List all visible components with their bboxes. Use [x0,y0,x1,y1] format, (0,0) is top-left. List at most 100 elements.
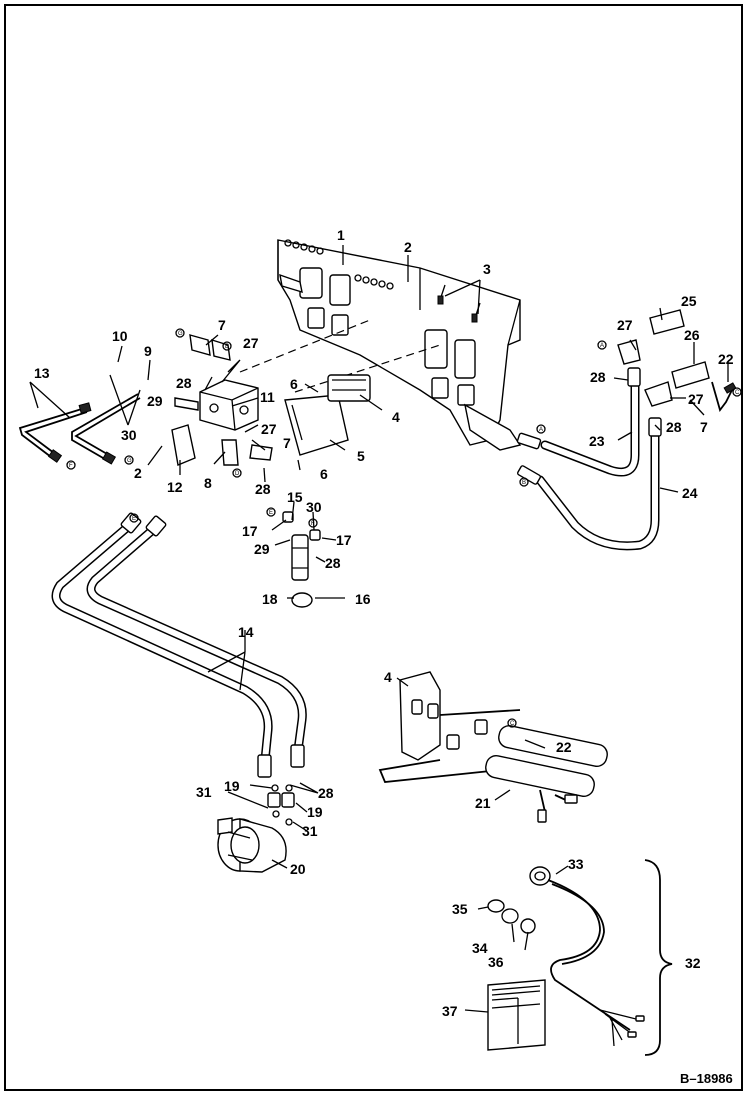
valve-block [174,334,273,466]
callout-26: 26 [684,327,700,343]
connection-mark-e: E [269,510,273,516]
callout-6: 6 [320,466,328,482]
connection-mark-g: G [124,455,134,465]
connection-mark-g: G [175,328,185,338]
callout-17: 17 [336,532,352,548]
callout-18: 18 [262,591,278,607]
callout-23: 23 [589,433,605,449]
callout-17: 17 [242,523,258,539]
connection-mark-a: A [600,343,604,349]
callout-10: 10 [112,328,128,344]
bolt-set [437,284,481,323]
connection-mark-c: C [735,390,740,396]
callout-19: 19 [307,804,323,820]
callout-31: 31 [196,784,212,800]
callout-1: 1 [337,227,345,243]
connection-mark-g: G [178,331,183,337]
callout-3: 3 [483,261,491,277]
callout-22: 22 [556,739,572,755]
connection-mark-b: B [522,480,526,486]
callout-35: 35 [452,901,468,917]
connection-mark-e: E [129,513,139,523]
callout-7: 7 [700,419,708,435]
callout-5: 5 [357,448,365,464]
callout-2: 2 [134,465,142,481]
callout-6: 6 [290,376,298,392]
callout-13: 13 [34,365,50,381]
callout-24: 24 [682,485,698,501]
callout-28: 28 [666,419,682,435]
drawing-reference-number: B–18986 [680,1071,733,1086]
callout-33: 33 [568,856,584,872]
wiring-bracket-assembly [378,671,608,823]
callout-21: 21 [475,795,491,811]
connection-mark-b: B [225,344,229,350]
connection-mark-c: C [732,387,742,397]
callout-36: 36 [488,954,504,970]
hose-assembly-left [51,512,307,778]
callout-7: 7 [218,317,226,333]
connection-mark-f: F [69,463,73,469]
callout-12: 12 [167,479,183,495]
connection-mark-c: C [507,718,517,728]
callout-37: 37 [442,1003,458,1019]
connection-marks: A A B B C C D E E F F G G [66,328,742,728]
alignment-line [239,319,371,373]
callout-30: 30 [306,499,322,515]
callout-20: 20 [290,861,306,877]
callout-25: 25 [681,293,697,309]
connection-mark-b: B [222,341,232,351]
connection-mark-d: D [235,471,240,477]
callout-4: 4 [392,409,400,425]
callout-22: 22 [718,351,734,367]
connection-mark-a: A [597,340,607,350]
connection-mark-a: A [536,424,546,434]
callout-27: 27 [688,391,704,407]
leader-lines [29,245,729,1013]
callout-7: 7 [283,435,291,451]
callout-27: 27 [243,335,259,351]
tube-lines [18,393,141,465]
cover-plate [284,374,371,456]
callout-8: 8 [204,475,212,491]
diagram-border [4,4,743,1091]
connection-mark-f: F [66,460,76,470]
connection-mark-a: A [539,427,543,433]
connection-mark-e: E [266,507,276,517]
callout-29: 29 [147,393,163,409]
wiring-harness-kit [487,859,673,1056]
connection-mark-b: B [519,477,529,487]
callout-31: 31 [302,823,318,839]
connection-mark-d: D [232,468,242,478]
callout-14: 14 [238,624,254,640]
hose-assembly-right [516,309,737,551]
callout-34: 34 [472,940,488,956]
callout-28: 28 [255,481,271,497]
callout-11: 11 [260,389,275,405]
callout-28: 28 [318,785,334,801]
callout-19: 19 [224,778,240,794]
connection-mark-c: C [510,721,515,727]
callout-15: 15 [287,489,303,505]
callout-27: 27 [261,421,277,437]
callout-9: 9 [144,343,152,359]
bracket-plate [171,424,196,466]
connection-mark-g: G [127,458,132,464]
callout-28: 28 [590,369,606,385]
connection-mark-f: F [308,518,318,528]
callout-16: 16 [355,591,371,607]
callout-30: 30 [121,427,137,443]
check-valve [282,511,321,608]
callout-2: 2 [404,239,412,255]
connection-mark-f: F [311,521,315,527]
connection-mark-e: E [132,516,136,522]
callout-4: 4 [384,669,392,685]
callout-29: 29 [254,541,270,557]
callout-28: 28 [176,375,192,391]
mounting-frame [277,239,522,451]
callout-labels: 1 2 3 4 5 6 6 7 7 7 8 9 10 11 12 13 2 14… [34,227,734,1019]
motor-fittings [267,784,295,826]
callout-32: 32 [685,955,701,971]
hydraulic-motor [217,817,287,873]
